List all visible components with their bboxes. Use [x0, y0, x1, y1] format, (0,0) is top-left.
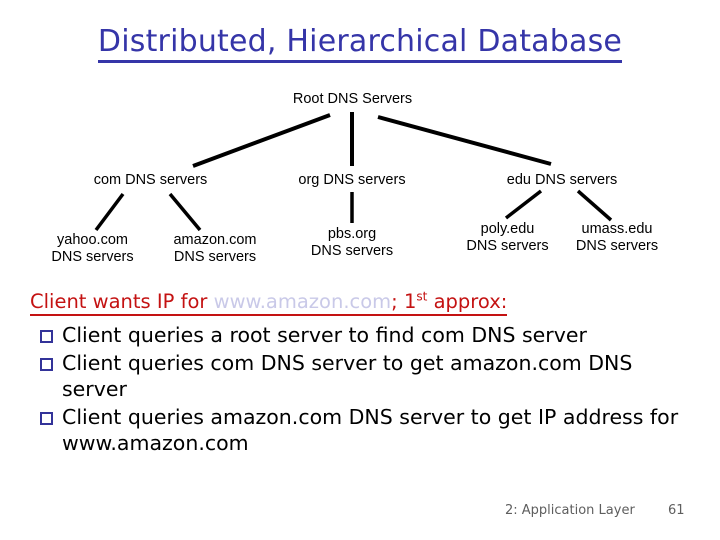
- body-content: Client wants IP for www.amazon.com; 1st …: [30, 290, 690, 458]
- lead-superscript: st: [416, 289, 428, 304]
- square-bullet-icon: [40, 411, 53, 425]
- tree-node-amazon: amazon.com DNS servers: [155, 232, 275, 266]
- bullet-list: Client queries a root server to find com…: [30, 322, 690, 457]
- list-item-text: Client queries com DNS server to get ama…: [62, 350, 633, 402]
- lead-mid: ; 1: [391, 290, 417, 313]
- page-title-text: Distributed, Hierarchical Database: [97, 24, 623, 63]
- list-item: Client queries amazon.com DNS server to …: [30, 404, 690, 457]
- square-bullet-icon: [40, 330, 53, 343]
- list-item-text: Client queries amazon.com DNS server to …: [62, 404, 679, 456]
- list-item-text: Client queries a root server to find com…: [62, 323, 587, 347]
- tree-node-pbs: pbs.org DNS servers: [292, 226, 412, 260]
- footer-page-number: 61: [668, 503, 685, 518]
- tree-node-org: org DNS servers: [298, 172, 406, 188]
- list-item: Client queries com DNS server to get ama…: [30, 350, 690, 403]
- tree-node-poly: poly.edu DNS servers: [455, 221, 560, 255]
- lead-line: Client wants IP for www.amazon.com; 1st …: [30, 289, 508, 316]
- tree-node-edu: edu DNS servers: [506, 172, 618, 188]
- tree-node-amazon-line1: amazon.com: [173, 232, 257, 248]
- tree-connector-lines: [94, 112, 613, 232]
- tree-node-amazon-line2: DNS servers: [173, 249, 257, 265]
- tree-node-yahoo-line2: DNS servers: [51, 249, 134, 265]
- tree-node-umass-line1: umass.edu: [581, 221, 653, 237]
- amazon-link[interactable]: www.amazon.com: [213, 290, 392, 313]
- lead-suffix: approx:: [427, 290, 508, 313]
- tree-node-com: com DNS servers: [93, 172, 208, 188]
- tree-node-umass-line2: DNS servers: [575, 238, 659, 254]
- tree-node-umass: umass.edu DNS servers: [557, 221, 677, 255]
- tree-node-yahoo: yahoo.com DNS servers: [30, 232, 155, 266]
- square-bullet-icon: [40, 357, 53, 371]
- tree-node-pbs-line2: DNS servers: [310, 243, 394, 259]
- tree-node-yahoo-line1: yahoo.com: [57, 232, 128, 248]
- dns-hierarchy-diagram: Root DNS Servers com DNS servers org DNS…: [30, 91, 677, 266]
- footer-chapter-label: 2: Application Layer: [505, 503, 635, 518]
- tree-node-pbs-line1: pbs.org: [327, 226, 377, 242]
- tree-node-poly-line1: poly.edu: [480, 221, 535, 237]
- lead-prefix: Client wants IP for: [30, 290, 214, 313]
- page-title: Distributed, Hierarchical Database: [0, 24, 720, 63]
- tree-node-poly-line2: DNS servers: [466, 238, 549, 254]
- tree-node-root: Root DNS Servers: [292, 91, 413, 107]
- list-item: Client queries a root server to find com…: [30, 322, 690, 349]
